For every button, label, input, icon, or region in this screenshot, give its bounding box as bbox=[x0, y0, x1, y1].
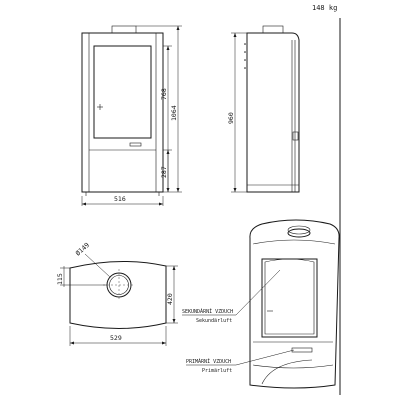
secondary-air-label-cz: SEKUNDÁRNÍ VZDUCH bbox=[182, 307, 233, 315]
ash-lever bbox=[129, 142, 142, 147]
door-glass-3d bbox=[264, 258, 315, 335]
dim-door-height-label: 768 bbox=[160, 88, 168, 100]
secondary-air-leader bbox=[235, 269, 281, 316]
top-view: Ø149 115 420 529 bbox=[56, 241, 178, 346]
front-body-outline bbox=[81, 32, 164, 193]
air-labels: SEKUNDÁRNÍ VZDUCH Sekundärluft PRIMÁRNÍ … bbox=[182, 269, 295, 374]
door-3d bbox=[261, 258, 318, 338]
dim-side-height-label: 960 bbox=[227, 112, 235, 124]
front-view: 516 768 1064 287 bbox=[81, 25, 182, 206]
primary-air-leader bbox=[235, 349, 295, 366]
dim-flue-offset-label: 115 bbox=[56, 273, 64, 285]
side-handle bbox=[292, 131, 299, 141]
dim-top-width-label: 529 bbox=[110, 334, 122, 342]
flue-3d bbox=[287, 228, 311, 238]
dim-total-height-label: 1064 bbox=[170, 105, 178, 121]
diameter-leader bbox=[84, 253, 111, 278]
stove-3d-top-edge bbox=[252, 239, 336, 245]
flue-collar-front bbox=[111, 25, 137, 34]
secondary-air-label-de: Sekundärluft bbox=[196, 318, 232, 324]
flue-collar-side bbox=[262, 25, 284, 34]
dim-top-depth-label: 420 bbox=[166, 293, 174, 305]
dim-lower-height-label: 287 bbox=[160, 166, 168, 178]
primary-air-label-cz: PRIMÁRNÍ VZDUCH bbox=[186, 357, 231, 365]
dim-front-width-label: 516 bbox=[114, 195, 126, 203]
stove-3d-outline bbox=[249, 219, 340, 389]
perspective-view bbox=[249, 219, 340, 389]
top-body-outline bbox=[69, 261, 167, 329]
stove-weight: 148 kg bbox=[312, 4, 337, 12]
flue-diameter-label: Ø149 bbox=[74, 241, 91, 257]
front-door-glass bbox=[93, 45, 152, 139]
side-body-outline bbox=[246, 32, 300, 193]
primary-air-label-de: Primärluft bbox=[202, 368, 232, 374]
side-view: 960 bbox=[227, 25, 300, 193]
primary-air-slider bbox=[291, 347, 313, 353]
rear-vent-dot bbox=[244, 43, 246, 45]
